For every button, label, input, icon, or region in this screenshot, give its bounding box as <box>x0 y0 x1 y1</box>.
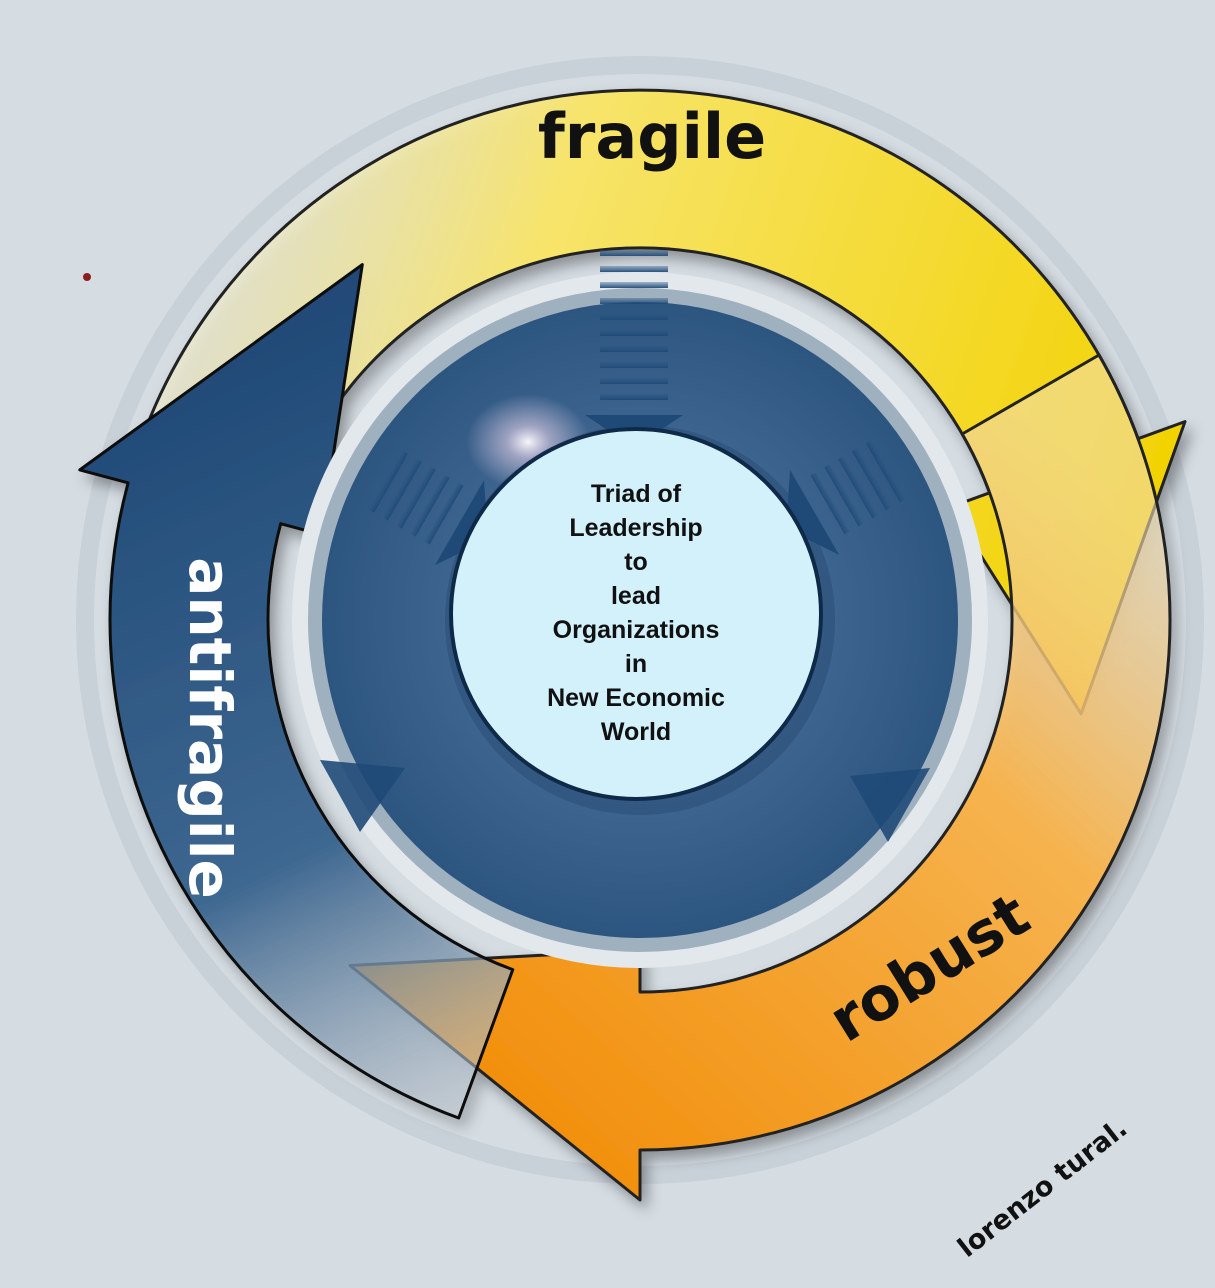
center-text: Triad of Leadership to lead Organization… <box>547 480 725 746</box>
cycle-arrows <box>78 88 1187 1202</box>
center-circle <box>449 427 823 801</box>
outer-inward-arrowheads <box>320 760 930 842</box>
center-line: in <box>625 650 647 678</box>
red-dot <box>83 273 91 281</box>
center-line: New Economic <box>547 684 725 712</box>
antifragile-arrow <box>78 263 515 1120</box>
center-line: lead <box>611 582 661 610</box>
robust-arrow <box>348 353 1172 1202</box>
center-line: Leadership <box>569 514 702 542</box>
antifragile-label: antifragile <box>176 557 244 899</box>
center-line: Triad of <box>591 480 682 508</box>
center-line: Organizations <box>553 616 720 644</box>
center-line: to <box>624 548 648 576</box>
right-inward-arrow <box>785 440 906 555</box>
left-inward-arrow <box>368 450 489 566</box>
fragile-label: fragile <box>538 100 766 173</box>
center-line: World <box>601 718 671 746</box>
